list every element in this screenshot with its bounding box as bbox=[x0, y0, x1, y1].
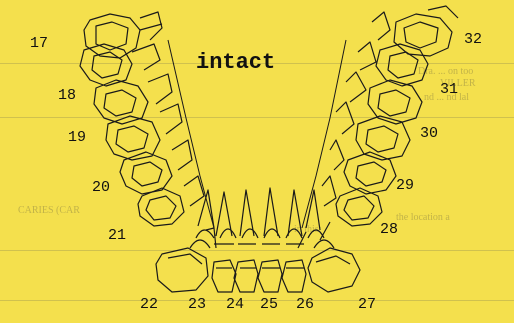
tooth-26 bbox=[282, 190, 306, 292]
tooth-25 bbox=[258, 188, 282, 292]
tooth-17 bbox=[84, 12, 162, 58]
tooth-number-31: 31 bbox=[440, 82, 458, 97]
tooth-number-22: 22 bbox=[140, 297, 158, 312]
tooth-number-19: 19 bbox=[68, 130, 86, 145]
tooth-number-20: 20 bbox=[92, 180, 110, 195]
tooth-24 bbox=[234, 190, 258, 292]
tooth-number-27: 27 bbox=[358, 297, 376, 312]
arch-outline-right bbox=[302, 40, 346, 228]
tooth-number-24: 24 bbox=[226, 297, 244, 312]
tooth-number-29: 29 bbox=[396, 178, 414, 193]
tooth-number-25: 25 bbox=[260, 297, 278, 312]
tooth-number-21: 21 bbox=[108, 228, 126, 243]
tooth-21 bbox=[138, 176, 204, 226]
tooth-number-17: 17 bbox=[30, 36, 48, 51]
tooth-number-23: 23 bbox=[188, 297, 206, 312]
tooth-number-18: 18 bbox=[58, 88, 76, 103]
tooth-number-26: 26 bbox=[296, 297, 314, 312]
tooth-31b bbox=[358, 42, 428, 86]
tooth-29 bbox=[330, 140, 396, 194]
tooth-27 bbox=[298, 190, 360, 292]
tooth-number-28: 28 bbox=[380, 222, 398, 237]
tooth-22 bbox=[156, 190, 216, 292]
tooth-number-30: 30 bbox=[420, 126, 438, 141]
intact-stamp: intact bbox=[196, 50, 275, 75]
tooth-28 bbox=[320, 176, 382, 240]
tooth-31 bbox=[346, 72, 422, 124]
incisor-row bbox=[190, 229, 334, 248]
tooth-number-32: 32 bbox=[464, 32, 482, 47]
